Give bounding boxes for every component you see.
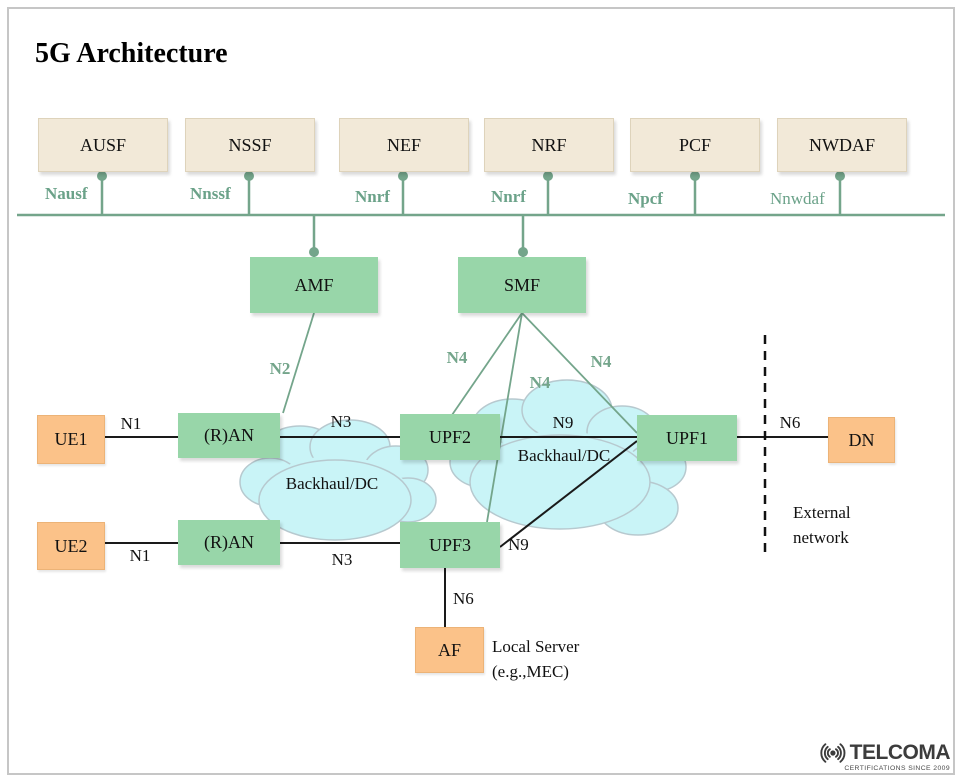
core-label: AMF — [294, 274, 334, 295]
link-label-n3-row2: N3 — [331, 550, 353, 569]
link-label-n9-row1: N9 — [552, 413, 574, 432]
nf-box-ausf: AUSF — [38, 118, 168, 172]
nf-box-nef: NEF — [339, 118, 469, 172]
service-label-nnssf: Nnssf — [190, 184, 231, 203]
core-box-amf: AMF — [250, 257, 378, 313]
link-label-n6-row2: N6 — [453, 589, 474, 608]
link-label-n1-row2: N1 — [129, 546, 151, 565]
local-server-line2: (e.g.,MEC) — [492, 662, 569, 681]
cloud-label-backhaul-2: Backhaul/DC — [517, 446, 611, 465]
backhaul-cloud-2 — [449, 379, 687, 536]
node-ran2: (R)AN — [178, 520, 280, 565]
node-af: AF — [415, 627, 484, 673]
node-label: UPF2 — [428, 426, 472, 447]
node-label: UPF3 — [428, 534, 472, 555]
link-label-n4-c: N4 — [590, 352, 612, 371]
telcoma-logo: TELCOMA CERTIFICATIONS SINCE 2009 — [818, 739, 951, 772]
service-label-nausf: Nausf — [45, 184, 88, 203]
link-label-n4-b: N4 — [529, 373, 551, 392]
bus-connector-dots — [97, 171, 845, 257]
local-server-line1: Local Server — [492, 637, 580, 656]
nf-label: AUSF — [79, 134, 127, 155]
node-label: (R)AN — [204, 425, 254, 445]
link-label-n6-row1: N6 — [779, 413, 801, 432]
local-server-note: Local Server (e.g.,MEC) — [492, 634, 579, 684]
core-box-smf: SMF — [458, 257, 586, 313]
nf-box-nssf: NSSF — [185, 118, 315, 172]
node-label: UPF1 — [665, 427, 709, 448]
black-links — [103, 436, 828, 627]
link-label-n4-a: N4 — [446, 348, 468, 367]
logo-tagline: CERTIFICATIONS SINCE 2009 — [844, 765, 950, 772]
node-label: AF — [437, 639, 461, 660]
signal-waves-icon — [820, 743, 846, 763]
service-label-nnrf-1: Nnrf — [355, 187, 390, 206]
link-label-n9-row2: N9 — [508, 535, 529, 554]
external-network-line2: network — [793, 528, 849, 547]
link-label-n3-row1: N3 — [330, 412, 352, 431]
link-label-n2: N2 — [269, 359, 291, 378]
node-label: DN — [848, 429, 875, 450]
nf-label: NWDAF — [809, 134, 875, 155]
cloud-label-backhaul-1: Backhaul/DC — [285, 474, 379, 493]
service-label-nnrf-2: Nnrf — [491, 187, 526, 206]
node-dn: DN — [828, 417, 895, 463]
node-upf1: UPF1 — [637, 415, 737, 461]
service-bus — [17, 170, 945, 257]
external-network-line1: External — [793, 503, 851, 522]
nf-label: NSSF — [228, 134, 272, 155]
service-label-npcf: Npcf — [628, 189, 663, 208]
nf-box-nwdaf: NWDAF — [777, 118, 907, 172]
node-upf2: UPF2 — [400, 414, 500, 460]
external-network-note: External network — [793, 500, 851, 550]
page-title: 5G Architecture — [35, 38, 228, 69]
node-label: (R)AN — [204, 532, 254, 552]
nf-box-pcf: PCF — [630, 118, 760, 172]
nf-label: PCF — [678, 134, 712, 155]
link-label-n1-row1: N1 — [120, 414, 142, 433]
node-ue1: UE1 — [37, 415, 105, 464]
green-links — [282, 312, 638, 523]
nf-box-nrf: NRF — [484, 118, 614, 172]
nf-label: NRF — [531, 134, 567, 155]
service-label-nnwdaf: Nnwdaf — [770, 189, 825, 208]
node-label: UE1 — [54, 429, 88, 449]
core-label: SMF — [503, 274, 541, 295]
node-label: UE2 — [54, 535, 88, 556]
node-ran1: (R)AN — [178, 413, 280, 458]
logo-wordmark: TELCOMA — [849, 741, 951, 764]
node-upf3: UPF3 — [400, 522, 500, 568]
nf-label: NEF — [386, 134, 421, 155]
node-ue2: UE2 — [37, 522, 105, 570]
